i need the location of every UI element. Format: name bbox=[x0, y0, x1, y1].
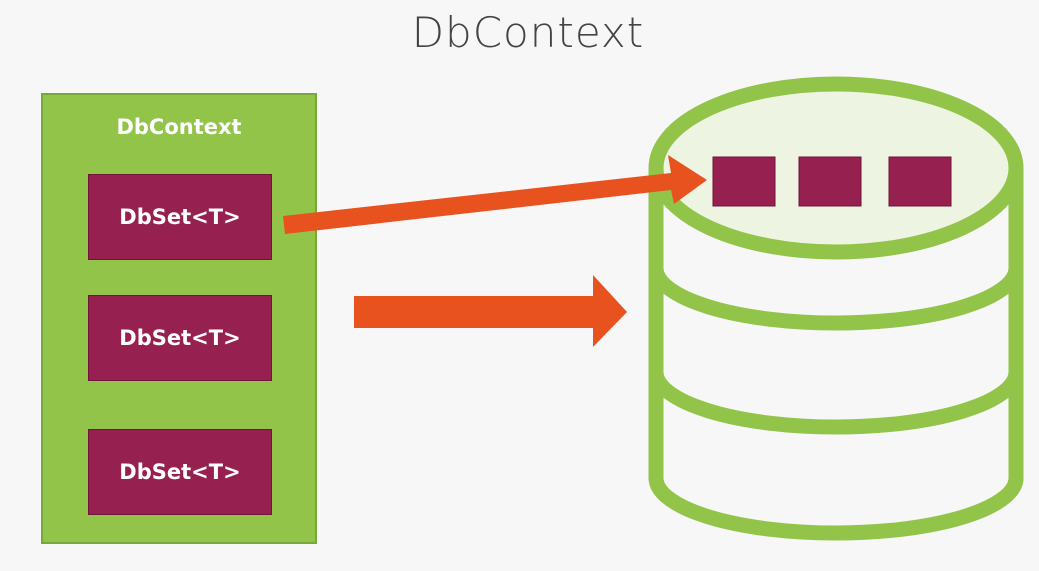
database-body bbox=[648, 168, 1024, 541]
db-table-1 bbox=[712, 156, 776, 207]
dbset-box-2: DbSet<T> bbox=[88, 295, 272, 381]
dbcontext-label: DbContext bbox=[116, 115, 242, 139]
db-table-2 bbox=[798, 156, 862, 207]
dbcontext-box: DbContext DbSet<T> DbSet<T> DbSet<T> bbox=[41, 93, 317, 544]
dbset-label-1: DbSet<T> bbox=[119, 205, 241, 229]
dbset-to-table-arrow bbox=[283, 155, 707, 234]
page-title: DbContext bbox=[411, 8, 645, 57]
database-band-1 bbox=[648, 267, 1024, 331]
dbset-box-3: DbSet<T> bbox=[88, 429, 272, 515]
dbset-label-2: DbSet<T> bbox=[119, 326, 241, 350]
context-to-database-arrow bbox=[354, 275, 627, 347]
database-cylinder-icon bbox=[648, 76, 1024, 541]
dbset-label-3: DbSet<T> bbox=[119, 460, 241, 484]
db-table-3 bbox=[888, 156, 952, 207]
database-band-2 bbox=[648, 371, 1024, 435]
dbset-box-1: DbSet<T> bbox=[88, 174, 272, 260]
